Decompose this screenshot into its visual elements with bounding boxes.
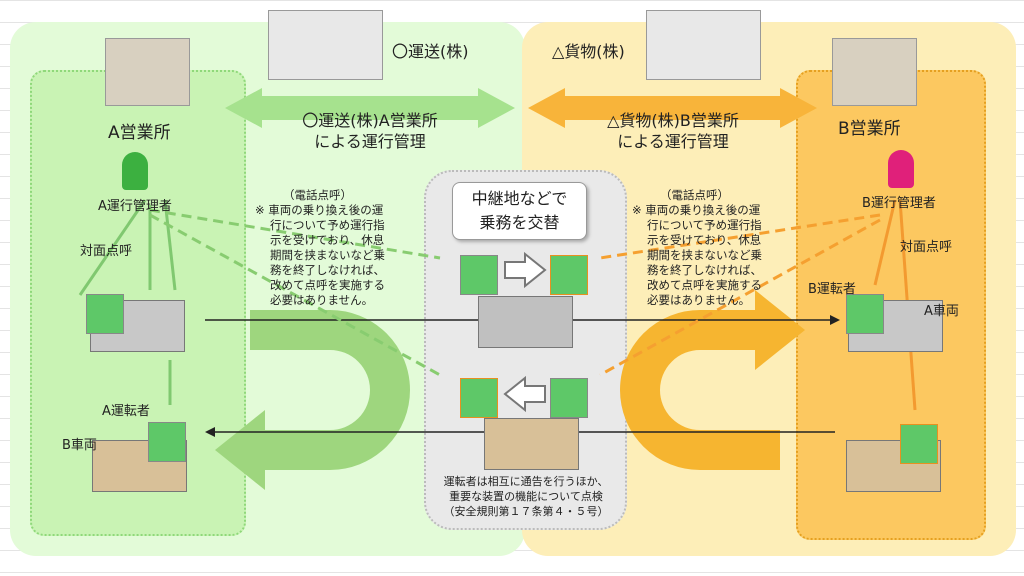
face-roll-call-a: 対面点呼 <box>80 244 133 259</box>
note-line: 示を受けており、休息 <box>647 233 762 247</box>
driver-a-icon <box>86 294 124 334</box>
manager-a-icon <box>122 152 148 190</box>
note-line: 必要はありません。 <box>270 293 374 307</box>
office-a-label: A営業所 <box>108 123 171 143</box>
center-note: 運転者は相互に通告を行うほか、 重要な装置の機能について点検 （安全規則第１７条… <box>428 474 624 519</box>
ops-mgmt-a-line2: による運行管理 <box>314 132 426 151</box>
driver-b-icon <box>846 294 884 334</box>
note-line: 期間を挟まないなど乗 <box>270 248 385 262</box>
note-line: 改めて点呼を実施する <box>270 278 385 292</box>
driver-b-label: B運転者 <box>808 282 856 297</box>
note-line: ※ 車両の乗り換え後の運 <box>255 203 384 217</box>
vehicle-a-flow-arrowhead <box>830 315 840 325</box>
note-line: 期間を挟まないなど乗 <box>647 248 762 262</box>
phone-roll-call-note-b: （電話点呼） ※ 車両の乗り換え後の運 行について予め運行指 示を受けており、休… <box>632 188 762 308</box>
note-line: 行について予め運行指 <box>647 218 762 232</box>
phone-roll-call-a-heading: （電話点呼） <box>283 188 352 202</box>
ops-mgmt-b-line2: による運行管理 <box>617 132 729 151</box>
vehicle-b-label: B車両 <box>62 438 97 453</box>
note-line: 改めて点呼を実施する <box>647 278 762 292</box>
relay-line2: 乗務を交替 <box>479 213 560 232</box>
office-b-label: B営業所 <box>838 119 901 139</box>
phone-roll-call-lines-a <box>149 208 441 377</box>
company-a-name: 〇運送(株) <box>392 42 469 61</box>
company-a-building-icon <box>268 10 383 80</box>
phone-roll-call-lines-b <box>599 213 881 377</box>
phone-roll-call-b-heading: （電話点呼） <box>660 188 729 202</box>
company-b-name: △貨物(株) <box>552 42 625 61</box>
center-note-line: （安全規則第１７条第４・５号） <box>443 505 609 518</box>
driver-b-icon <box>550 255 588 295</box>
manager-b-icon <box>888 150 914 188</box>
note-line: 示を受けており、休息 <box>270 233 385 247</box>
ops-mgmt-b-line1: △貨物(株)B営業所 <box>607 111 739 130</box>
vehicle-a-label: A車両 <box>924 304 959 319</box>
relay-callout: 中継地などで乗務を交替 <box>452 182 587 240</box>
driver-a-icon <box>550 378 588 418</box>
u-turn-arrow-green <box>250 310 411 470</box>
u-turn-arrow-green-head <box>215 410 265 490</box>
office-a-building-icon <box>105 38 190 106</box>
u-turn-arrow-orange <box>619 310 780 470</box>
office-b-building-icon <box>832 38 917 106</box>
note-line: 必要はありません。 <box>647 293 751 307</box>
swap-arrow-left <box>503 375 546 413</box>
note-line: 務を終了しなければ、 <box>270 263 385 277</box>
center-note-line: 重要な装置の機能について点検 <box>449 490 603 503</box>
ops-mgmt-a-line1: 〇運送(株)A営業所 <box>302 111 438 130</box>
relay-line1: 中継地などで <box>471 189 568 208</box>
note-line: 行について予め運行指 <box>270 218 385 232</box>
driver-a-label: A運転者 <box>102 404 150 419</box>
ops-arrow-a <box>225 88 515 128</box>
ops-mgmt-b: △貨物(株)B営業所による運行管理 <box>568 110 778 152</box>
ops-mgmt-a: 〇運送(株)A営業所による運行管理 <box>265 110 475 152</box>
ops-arrow-b <box>528 88 817 128</box>
truck-b-icon <box>484 418 579 470</box>
swap-arrow-right <box>504 251 547 289</box>
manager-b-label: B運行管理者 <box>862 196 936 211</box>
manager-a-label: A運行管理者 <box>98 199 172 214</box>
phone-roll-call-note-a: （電話点呼） ※ 車両の乗り換え後の運 行について予め運行指 示を受けており、休… <box>255 188 385 308</box>
note-line: 務を終了しなければ、 <box>647 263 762 277</box>
driver-b-icon <box>900 424 938 464</box>
face-roll-call-b: 対面点呼 <box>900 240 953 255</box>
center-note-line: 運転者は相互に通告を行うほか、 <box>443 475 609 488</box>
u-turn-arrow-orange-head <box>755 290 805 370</box>
vehicle-b-flow-arrowhead <box>205 427 215 437</box>
face-roll-call-arrows-a <box>78 199 177 405</box>
driver-b-icon <box>460 378 498 418</box>
company-b-building-icon <box>646 10 761 80</box>
note-line: ※ 車両の乗り換え後の運 <box>632 203 761 217</box>
truck-a-icon <box>478 296 573 348</box>
driver-a-icon <box>460 255 498 295</box>
driver-a-icon <box>148 422 186 462</box>
